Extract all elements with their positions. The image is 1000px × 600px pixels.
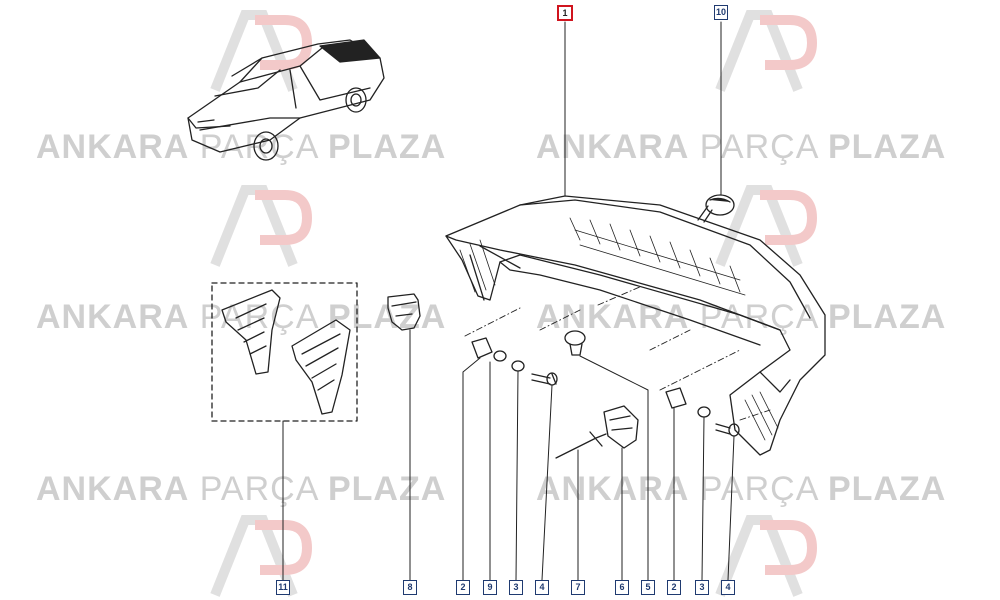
hardware-right <box>665 387 740 437</box>
watermark-logo-icon <box>715 515 818 597</box>
slide-bracket-part <box>603 405 639 449</box>
watermark-logo-icon <box>210 515 313 597</box>
rivet-part <box>555 431 607 459</box>
guide-lines <box>464 285 771 421</box>
watermark-logo-icon <box>715 10 818 92</box>
bracket-set <box>211 282 358 422</box>
callout-bracket-set[interactable]: 11 <box>276 580 290 595</box>
rear-bumper <box>445 195 826 456</box>
callout-washer-left-b[interactable]: 3 <box>509 580 523 595</box>
callout-bolt-left[interactable]: 4 <box>535 580 549 595</box>
callout-main-part[interactable]: 1 <box>557 5 573 21</box>
clip-part <box>387 293 421 331</box>
hardware-left <box>471 337 558 386</box>
callout-bolt-right[interactable]: 4 <box>721 580 735 595</box>
callout-slide-bracket[interactable]: 6 <box>615 580 629 595</box>
callout-clip-left[interactable]: 8 <box>403 580 417 595</box>
watermark-logo-icon <box>715 185 818 267</box>
leader-lines <box>282 21 735 581</box>
cap-part <box>697 194 735 223</box>
callout-washer-left-a[interactable]: 9 <box>483 580 497 595</box>
car-illustration <box>187 39 385 161</box>
callout-cap[interactable]: 10 <box>714 5 728 20</box>
watermark-logos <box>210 10 818 597</box>
grommet-part <box>564 330 586 356</box>
callout-washer-right[interactable]: 3 <box>695 580 709 595</box>
callout-nut-right[interactable]: 2 <box>667 580 681 595</box>
callout-nut-left[interactable]: 2 <box>456 580 470 595</box>
watermark-logo-icon <box>210 10 313 92</box>
callout-grommet[interactable]: 5 <box>641 580 655 595</box>
callout-rivet[interactable]: 7 <box>571 580 585 595</box>
watermark-logo-icon <box>210 185 313 267</box>
